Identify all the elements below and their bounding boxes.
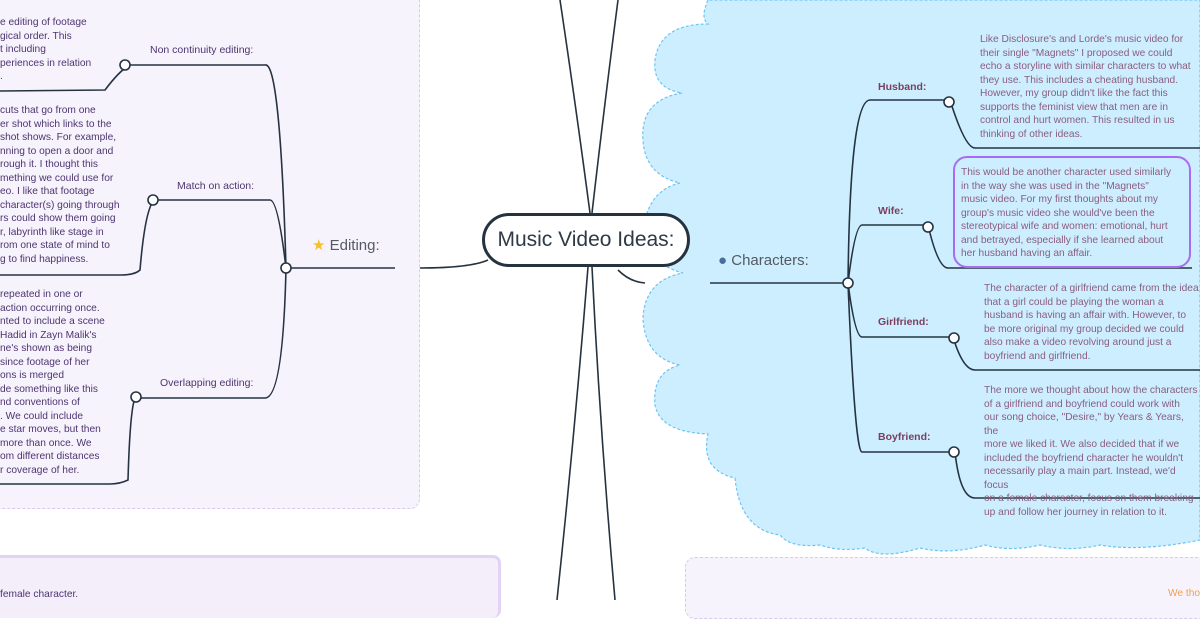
connector-lines bbox=[0, 0, 1200, 600]
text-line: rs could show them going bbox=[0, 213, 116, 224]
characters-topic[interactable]: ● Characters: bbox=[718, 252, 809, 269]
wife-node[interactable] bbox=[922, 221, 934, 233]
connector-non-continuity bbox=[0, 64, 287, 269]
text-line: eo. I like that footage bbox=[0, 186, 95, 197]
text-line: t including bbox=[0, 44, 46, 55]
match-on-action-text: cuts that go from one er shot which links… bbox=[0, 104, 119, 266]
editing-label: Editing: bbox=[329, 237, 380, 254]
characters-node[interactable] bbox=[842, 277, 854, 289]
connector-husband bbox=[847, 99, 1200, 284]
editing-panel bbox=[0, 0, 420, 509]
connector-match-on-action bbox=[0, 199, 287, 276]
overlapping-node[interactable] bbox=[130, 391, 142, 403]
overlapping-label[interactable]: Overlapping editing: bbox=[160, 377, 254, 389]
bottom-left-text: female character. bbox=[0, 589, 79, 600]
connector-boyfriend bbox=[847, 282, 1200, 499]
husband-node[interactable] bbox=[943, 96, 955, 108]
non-continuity-text: e editing of footage gical order. This t i… bbox=[0, 16, 91, 84]
text-line: er shot which links to the bbox=[0, 118, 112, 130]
text-line: nted to include a scene bbox=[0, 316, 105, 327]
connector-bottom-left bbox=[556, 266, 589, 600]
wife-label[interactable]: Wife: bbox=[878, 205, 904, 217]
connector-top-right bbox=[591, 0, 619, 214]
characters-cloud bbox=[642, 0, 1200, 555]
wife-text: This would be another character used sim… bbox=[961, 167, 1172, 259]
text-line: gical order. This bbox=[0, 30, 72, 42]
wife-note-box bbox=[953, 156, 1191, 268]
connector-editing bbox=[419, 259, 489, 269]
text-line: shot shows. For example, bbox=[0, 132, 117, 143]
text-line: cuts that go from one bbox=[0, 105, 96, 116]
text-line: r coverage of her. bbox=[0, 464, 80, 476]
connector-top-left bbox=[559, 0, 591, 214]
match-on-action-label[interactable]: Match on action: bbox=[177, 180, 255, 192]
text-line: g to find happiness. bbox=[0, 253, 89, 265]
boyfriend-node[interactable] bbox=[948, 446, 960, 458]
text-line: since footage of her bbox=[0, 356, 90, 368]
editing-topic[interactable]: ★ Editing: bbox=[312, 236, 380, 254]
connector-bottom-right bbox=[591, 266, 616, 600]
text-line: om different distances bbox=[0, 451, 100, 462]
text-line: Hadid in Zayn Malik's bbox=[0, 329, 97, 341]
match-on-action-node[interactable] bbox=[147, 194, 159, 206]
overlapping-text: repeated in one or action occurring once.… bbox=[0, 288, 105, 477]
girlfriend-label[interactable]: Girlfriend: bbox=[878, 316, 929, 328]
girlfriend-node[interactable] bbox=[948, 332, 960, 344]
text-line: action occurring once. bbox=[0, 302, 100, 314]
person-icon: ● bbox=[718, 252, 728, 269]
text-line: de something like this bbox=[0, 383, 98, 395]
characters-label: Characters: bbox=[731, 252, 809, 269]
text-line: . bbox=[0, 71, 3, 82]
bottom-right-text: We tho bbox=[1168, 588, 1200, 599]
mindmap-connectors bbox=[642, 0, 1200, 555]
connector-characters bbox=[617, 269, 646, 284]
text-line: e editing of footage bbox=[0, 17, 87, 28]
text-line: character(s) going through bbox=[0, 199, 120, 211]
text-line: periences in relation bbox=[0, 57, 92, 69]
text-line: nning to open a door and bbox=[0, 145, 114, 157]
husband-text: Like Disclosure's and Lorde's music vide… bbox=[980, 34, 1191, 140]
husband-label[interactable]: Husband: bbox=[878, 81, 927, 93]
text-line: rough it. I thought this bbox=[0, 159, 98, 170]
non-continuity-label[interactable]: Non continuity editing: bbox=[150, 44, 254, 56]
connector-overlapping bbox=[0, 267, 287, 485]
text-line: . We could include bbox=[0, 410, 84, 422]
non-continuity-node[interactable] bbox=[119, 59, 131, 71]
central-topic-label: Music Video Ideas: bbox=[497, 228, 675, 251]
girlfriend-text: The character of a girlfriend came from … bbox=[984, 283, 1199, 362]
text-line: more than once. We bbox=[0, 437, 92, 449]
boyfriend-text: The more we thought about how the charac… bbox=[984, 385, 1198, 518]
text-line: rom one state of mind to bbox=[0, 240, 110, 251]
text-line: e star moves, but then bbox=[0, 424, 101, 435]
text-line: ne's shown as being bbox=[0, 343, 92, 354]
central-topic[interactable]: Music Video Ideas: bbox=[482, 213, 690, 267]
text-line: repeated in one or bbox=[0, 289, 83, 300]
star-icon: ★ bbox=[312, 237, 326, 254]
editing-node[interactable] bbox=[280, 262, 292, 274]
text-line: nd conventions of bbox=[0, 397, 80, 408]
text-line: r, labyrinth like stage in bbox=[0, 226, 104, 238]
text-line: mething we could use for bbox=[0, 172, 114, 184]
text-line: ons is merged bbox=[0, 370, 64, 381]
boyfriend-label[interactable]: Boyfriend: bbox=[878, 431, 931, 443]
